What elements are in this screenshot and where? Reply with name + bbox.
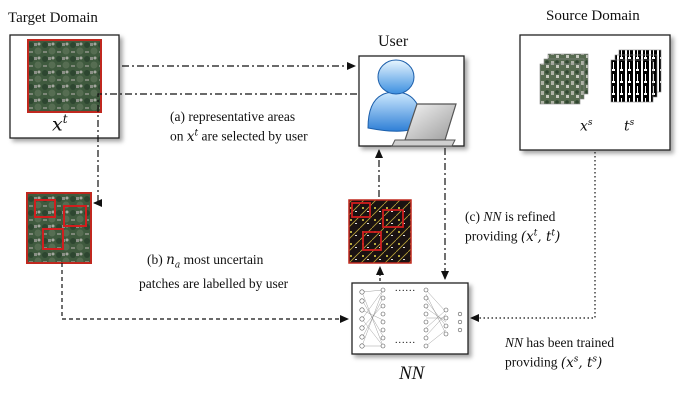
step-b-label: (b) na most uncertain patches are labell… — [139, 252, 289, 291]
user-title: User — [378, 33, 409, 50]
arrow-source-to-network — [470, 152, 596, 322]
network-box — [351, 282, 469, 355]
network-graph — [359, 287, 463, 349]
target-var: xt — [52, 112, 68, 136]
source-label-stack — [610, 49, 662, 103]
source-image-stack — [539, 53, 589, 105]
target-domain-title: Target Domain — [8, 10, 98, 26]
selected-areas-image — [26, 192, 92, 264]
arrow-selected-to-network — [61, 263, 349, 323]
step-a-label: (a) representative areas on xt are selec… — [170, 109, 308, 145]
trained-label: NN has been trained providing (xs, ts) — [505, 335, 615, 371]
network-dots-top: ...... — [395, 283, 416, 294]
source-t-var: ts — [624, 118, 635, 135]
step-c-label: (c) NN is refined providing (xt, tt) — [465, 209, 561, 245]
uncertain-patches-image — [348, 199, 412, 264]
target-image — [27, 39, 102, 113]
network-dots-bottom: ...... — [395, 335, 416, 346]
network-label: NN — [399, 363, 425, 384]
source-domain-title: Source Domain — [546, 8, 640, 24]
user-icon — [367, 59, 457, 147]
source-x-var: xs — [580, 118, 593, 135]
